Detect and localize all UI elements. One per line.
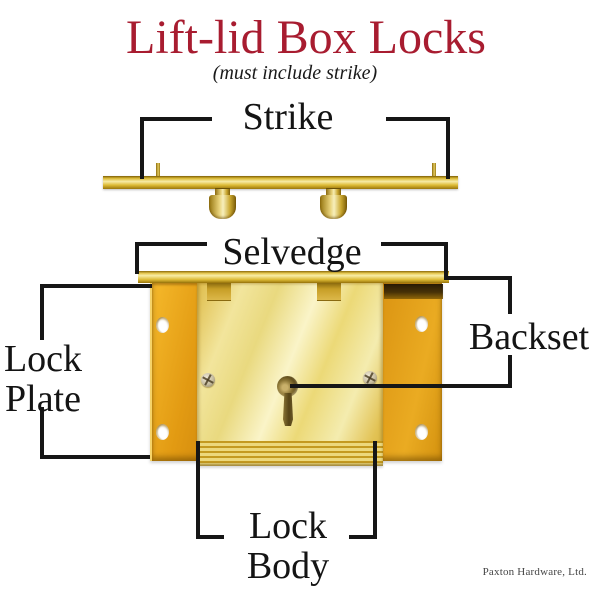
lock-body-bracket-left-vertical	[196, 441, 200, 539]
strike-bracket-right-horizontal	[386, 117, 450, 121]
page-subtitle: (must include strike)	[212, 62, 378, 84]
strike-bracket-right-vertical	[446, 117, 450, 179]
lock-plate-label-line1: Lock	[3, 338, 83, 380]
screw-left	[201, 373, 215, 387]
strike-knob-right	[320, 195, 347, 219]
lock-plate-bracket-bottom-vertical	[40, 407, 44, 459]
strike-bracket-left-horizontal	[140, 117, 212, 121]
screw-hole-top-right	[415, 316, 428, 332]
lock-body-label: Lock Body	[208, 506, 368, 586]
screw-right	[363, 371, 377, 385]
lock-body-notch-right	[317, 283, 341, 301]
lock-body	[197, 283, 383, 466]
lock-body-label-line2: Body	[246, 545, 330, 587]
strike-pin-left	[156, 163, 160, 177]
selvedge-shadow	[384, 284, 443, 299]
lock-plate-bracket-bottom-horizontal	[40, 455, 150, 459]
strike-knob-right-neck	[326, 188, 341, 198]
strike-bracket-left-vertical	[140, 117, 144, 179]
lock-plate-label: Lock Plate	[0, 339, 86, 419]
selvedge-bracket-right-horizontal	[381, 242, 448, 246]
selvedge-bracket-left-vertical	[135, 242, 139, 274]
page-title: Lift-lid Box Locks	[126, 11, 486, 64]
lock-plate-bracket-top-horizontal	[40, 284, 152, 288]
strike-knob-left	[209, 195, 236, 219]
strike-knob-left-neck	[215, 188, 230, 198]
backset-top-horizontal	[444, 276, 512, 280]
lock-plate-label-line2: Plate	[5, 378, 81, 420]
selvedge-bar	[138, 271, 449, 283]
lock-body-notch-left	[207, 283, 231, 301]
strike-bar	[103, 176, 458, 189]
backset-bottom-vertical	[508, 355, 512, 388]
backset-top-vertical	[508, 276, 512, 314]
screw-hole-bottom-left	[156, 424, 169, 440]
lock-plate-bracket-top-vertical	[40, 284, 44, 340]
strike-pin-right	[432, 163, 436, 177]
selvedge-bracket-right-vertical	[444, 242, 448, 280]
lock-body-label-line1: Lock	[248, 505, 328, 547]
selvedge-label: Selvedge	[222, 231, 362, 273]
lock-body-bracket-right-vertical	[373, 441, 377, 539]
backset-label: Backset	[468, 316, 590, 358]
lock-body-bracket-right-foot	[349, 535, 377, 539]
keyhole-stem	[283, 393, 293, 426]
backset-keyhole-line	[290, 384, 512, 388]
screw-hole-top-left	[156, 317, 169, 333]
screw-hole-bottom-right	[415, 424, 428, 440]
selvedge-bracket-left-horizontal	[135, 242, 207, 246]
keyhole	[277, 376, 298, 397]
lock-body-bottom-edge	[197, 441, 383, 466]
credit-text: Paxton Hardware, Ltd.	[482, 566, 587, 578]
strike-label: Strike	[242, 96, 334, 138]
lock-body-bracket-left-foot	[196, 535, 224, 539]
